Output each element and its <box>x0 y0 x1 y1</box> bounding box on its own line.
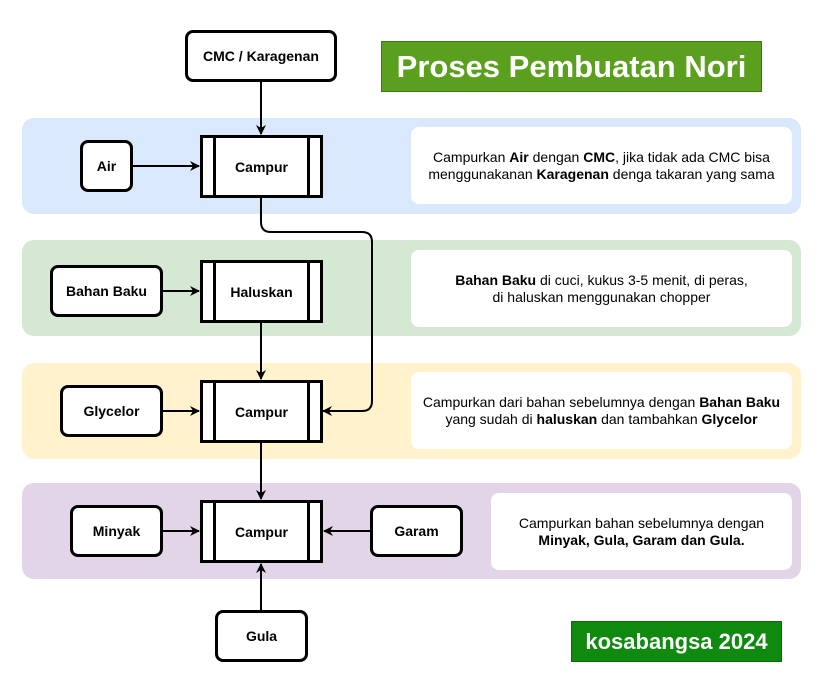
note-step-4: Campurkan bahan sebelumnya dengan Minyak… <box>491 493 792 570</box>
note-step-1: Campurkan Air dengan CMC, jika tidak ada… <box>411 127 792 204</box>
process-campur-1: Campur <box>200 135 323 198</box>
input-glycelor: Glycelor <box>60 385 163 437</box>
input-air: Air <box>80 140 133 192</box>
credit-badge: kosabangsa 2024 <box>571 621 782 662</box>
input-gula: Gula <box>215 610 308 662</box>
process-haluskan: Haluskan <box>200 260 323 323</box>
input-cmc-karagenan: CMC / Karagenan <box>185 30 337 82</box>
process-campur-2: Campur <box>200 380 323 443</box>
note-step-3: Campurkan dari bahan sebelumnya dengan B… <box>411 372 792 449</box>
arrow-campur1-to-campur2 <box>260 198 373 416</box>
diagram-title: Proses Pembuatan Nori <box>381 41 762 92</box>
input-garam: Garam <box>370 505 463 557</box>
input-bahan-baku: Bahan Baku <box>50 265 163 317</box>
input-minyak: Minyak <box>70 505 163 557</box>
process-campur-3: Campur <box>200 500 323 563</box>
note-step-2: Bahan Baku di cuci, kukus 3-5 menit, di … <box>411 250 792 327</box>
